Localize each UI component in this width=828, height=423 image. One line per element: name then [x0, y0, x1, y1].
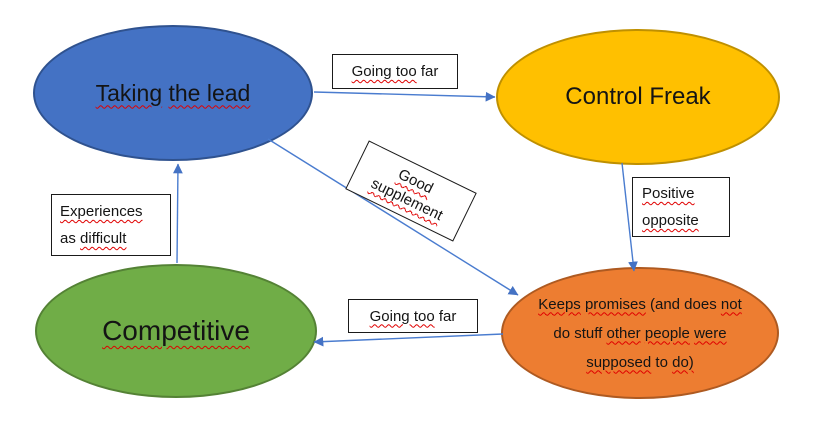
arrow-taking-to-control[interactable]: [313, 91, 496, 102]
node-taking-the-lead[interactable]: Taking the lead: [33, 25, 313, 161]
text-line: Competitive: [102, 315, 250, 346]
text-line: as difficult: [60, 230, 127, 247]
text-line: Going too far: [351, 63, 439, 80]
text-line: Taking the lead: [95, 79, 251, 106]
node-keeps-promises[interactable]: Keeps promises (and does not do stuff oth…: [501, 267, 779, 399]
node-control-freak-label: Control Freak: [565, 83, 710, 111]
node-keeps-promises-label: Keeps promises (and does not do stuff oth…: [538, 290, 742, 377]
edge-label-going-too-far-bottom[interactable]: Going too far: [348, 299, 478, 333]
text-line: do stuff other people were: [553, 324, 727, 342]
edge-label-positive-opposite[interactable]: Positive opposite: [632, 177, 730, 237]
text-line: Keeps promises (and does not: [538, 295, 742, 313]
node-competitive-label: Competitive: [102, 315, 250, 347]
text-line: supposed to do): [586, 353, 694, 371]
edge-label-experiences-as-difficult[interactable]: Experiences as difficult: [51, 194, 171, 256]
node-taking-the-lead-label: Taking the lead: [96, 80, 251, 107]
arrow-keeps-to-competitive[interactable]: [313, 333, 504, 347]
text-line: Experiences: [60, 203, 143, 220]
text-line: opposite: [642, 212, 699, 229]
text-line: Positive: [642, 185, 695, 202]
edge-label-going-too-far-top[interactable]: Going too far: [332, 54, 458, 89]
node-competitive[interactable]: Competitive: [35, 264, 317, 398]
node-control-freak[interactable]: Control Freak: [496, 29, 780, 165]
arrow-competitive-to-taking[interactable]: [173, 163, 183, 264]
text-line: Going too far: [369, 307, 457, 325]
text-line: Control Freak: [565, 83, 711, 110]
